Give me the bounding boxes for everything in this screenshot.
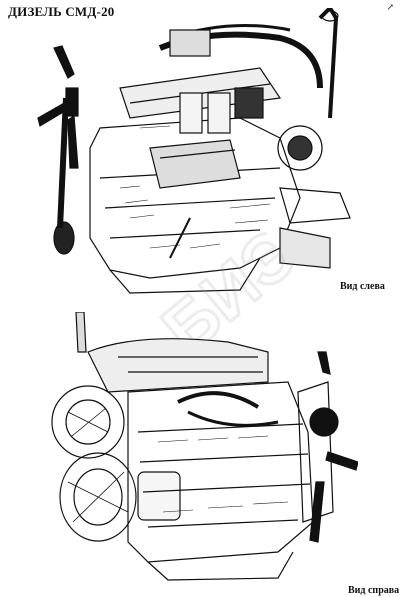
engine-left-view-drawing bbox=[37, 8, 351, 294]
engine-right-view-drawing bbox=[51, 312, 358, 581]
page-title: ДИЗЕЛЬ СМД-20 bbox=[8, 4, 115, 19]
corner-mark-icon: ↗ bbox=[386, 2, 394, 12]
caption-right-view: Вид справа bbox=[348, 585, 400, 596]
fan-icon bbox=[37, 45, 79, 169]
fan-icon bbox=[309, 351, 358, 543]
caption-left-view: Вид слева bbox=[340, 281, 385, 292]
